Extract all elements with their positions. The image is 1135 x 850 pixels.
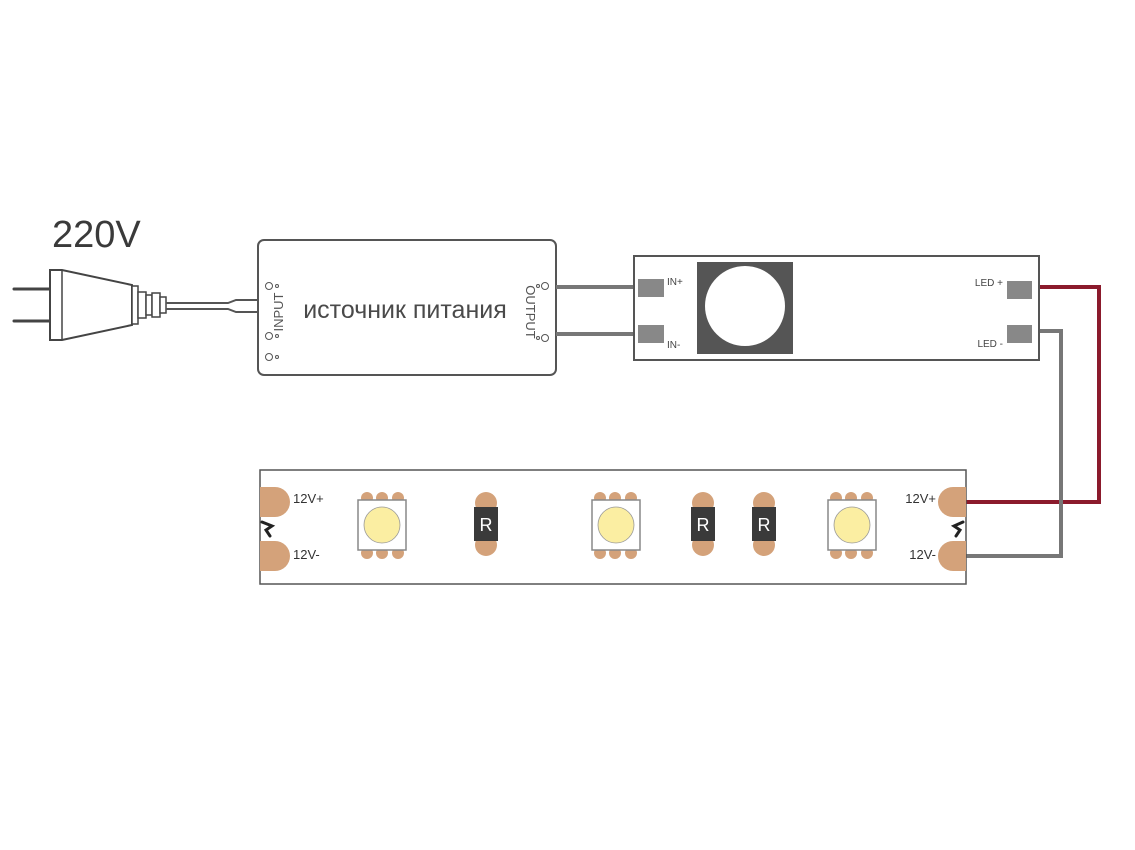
plug-icon [12,269,167,341]
sensor-controller: IN+ IN- LED + LED - [633,255,1040,361]
pad-left-plus [260,487,290,517]
output-label: OUTPUT [523,285,538,339]
left-minus-label: 12V- [293,547,320,562]
led-strip: 12V+ 12V- 12V+ 12V- [259,469,967,585]
pad-right-plus [938,487,966,517]
power-cable [166,299,258,304]
output-terminals-icon [536,282,549,342]
sensor-icon [705,266,785,346]
resistor-label: R [697,515,710,535]
resistor: R [474,492,498,556]
power-supply-label: источник питания [303,296,507,324]
cut-mark-left-icon [260,520,276,538]
pad-left-minus [260,541,290,571]
in-plus-label: IN+ [667,277,683,288]
led-minus-label: LED - [977,339,1003,350]
wire-positive [966,285,1101,504]
right-plus-label: 12V+ [905,491,936,506]
left-plus-label: 12V+ [293,491,324,506]
resistor: R [752,492,776,556]
resistor-label: R [758,515,771,535]
power-supply: источник питания INPUT OUTPUT [257,239,557,376]
input-label: INPUT [271,292,286,331]
right-minus-label: 12V- [909,547,936,562]
resistor-label: R [480,515,493,535]
resistor: R [691,492,715,556]
wire-negative [966,329,1063,558]
cut-mark-right-icon [950,520,965,538]
in-minus-label: IN- [667,340,680,351]
voltage-label: 220V [52,214,141,256]
smd-led [827,492,877,559]
pad-right-minus [938,541,966,571]
input-terminals-icon [265,282,279,361]
led-plus-label: LED + [975,278,1003,289]
smd-led [591,492,641,559]
smd-led [357,492,407,559]
